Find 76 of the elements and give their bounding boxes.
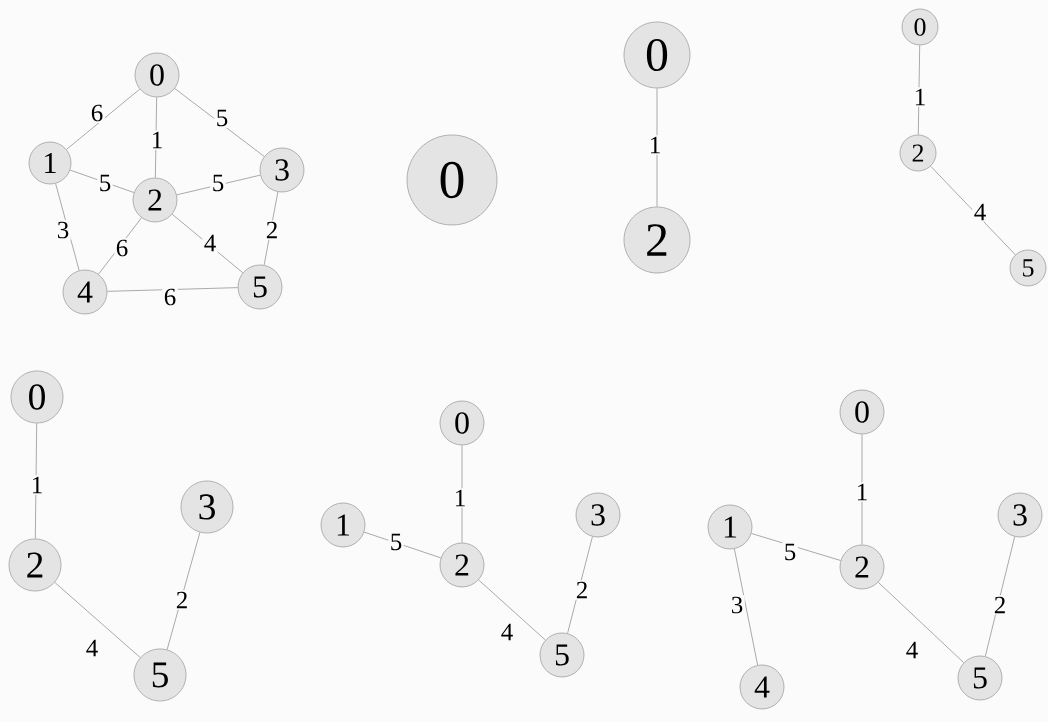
edge-weight: 1 xyxy=(647,135,663,155)
graph-vertex: 2 xyxy=(439,542,485,588)
graph-vertex: 3 xyxy=(259,147,305,193)
graph-vertex: 4 xyxy=(62,269,108,315)
graph-vertex: 0 xyxy=(134,52,180,98)
edge-weight: 5 xyxy=(782,542,798,562)
edge-line xyxy=(174,88,265,157)
graph-vertex: 0 xyxy=(10,370,64,424)
edge-weight: 6 xyxy=(162,287,178,307)
edge-weight: 2 xyxy=(174,590,190,610)
edge-weight: 3 xyxy=(729,595,745,615)
graph-vertex: 2 xyxy=(623,206,691,274)
graph-vertex: 5 xyxy=(133,648,187,702)
graph-vertex: 5 xyxy=(1009,249,1047,287)
graph-vertex: 4 xyxy=(739,664,785,710)
graph-vertex: 0 xyxy=(839,389,885,435)
edge-line xyxy=(930,165,1016,256)
edge-line xyxy=(171,213,244,274)
edge-weight: 4 xyxy=(499,622,515,642)
graph-vertex: 5 xyxy=(539,632,585,678)
edge-line xyxy=(877,581,965,664)
edge-line xyxy=(751,533,842,561)
graph-vertex: 0 xyxy=(406,134,498,226)
edge-line xyxy=(55,183,80,271)
edge-weight: 4 xyxy=(972,202,988,222)
edge-weight: 1 xyxy=(29,475,45,495)
edge-weight: 2 xyxy=(992,595,1008,615)
edge-weight: 5 xyxy=(97,173,113,193)
edge-weight: 6 xyxy=(89,103,105,123)
edge-line xyxy=(478,579,546,641)
edge-weight: 5 xyxy=(210,173,226,193)
graph-vertex: 2 xyxy=(132,177,178,223)
edge-line xyxy=(54,581,141,658)
edge-line xyxy=(984,536,1016,657)
graph-vertex: 2 xyxy=(899,134,937,172)
graph-vertex: 1 xyxy=(320,502,366,548)
edge-weight: 1 xyxy=(854,482,870,502)
graph-vertex: 0 xyxy=(901,8,939,46)
graph-vertex: 5 xyxy=(237,264,283,310)
edge-line xyxy=(106,287,239,292)
graph-vertex: 0 xyxy=(439,400,485,446)
edge-line xyxy=(733,548,759,666)
edge-weight: 4 xyxy=(904,640,920,660)
edge-line xyxy=(263,191,279,266)
graph-vertex: 0 xyxy=(623,21,691,89)
graph-vertex: 3 xyxy=(997,492,1043,538)
edge-weight: 5 xyxy=(388,532,404,552)
edge-weight: 2 xyxy=(574,580,590,600)
edge-weight: 1 xyxy=(912,87,928,107)
edge-line xyxy=(917,44,921,136)
edge-line xyxy=(98,217,142,275)
edge-line xyxy=(66,88,141,150)
graph-vertex: 2 xyxy=(8,538,62,592)
graph-vertex: 1 xyxy=(28,141,72,185)
edge-weight: 4 xyxy=(84,638,100,658)
graph-vertex: 2 xyxy=(839,544,885,590)
edge-line xyxy=(656,87,658,208)
edge-line xyxy=(861,433,863,546)
edge-weight: 1 xyxy=(452,488,468,508)
edge-line xyxy=(567,536,593,634)
graph-vertex: 1 xyxy=(707,504,753,550)
edge-line xyxy=(176,174,261,196)
edge-line xyxy=(166,531,201,650)
edge-weight: 1 xyxy=(149,130,165,150)
edge-line xyxy=(34,422,38,540)
graph-vertex: 5 xyxy=(957,655,1003,701)
edge-weight: 4 xyxy=(202,233,218,253)
graph-vertex: 3 xyxy=(575,492,621,538)
edge-weight: 5 xyxy=(214,108,230,128)
edge-weight: 3 xyxy=(55,220,71,240)
edge-line xyxy=(69,169,135,193)
edge-weight: 2 xyxy=(264,220,280,240)
edge-line xyxy=(461,444,463,544)
edge-weight: 6 xyxy=(114,238,130,258)
edge-line xyxy=(363,531,442,559)
graph-vertex: 3 xyxy=(180,480,234,534)
